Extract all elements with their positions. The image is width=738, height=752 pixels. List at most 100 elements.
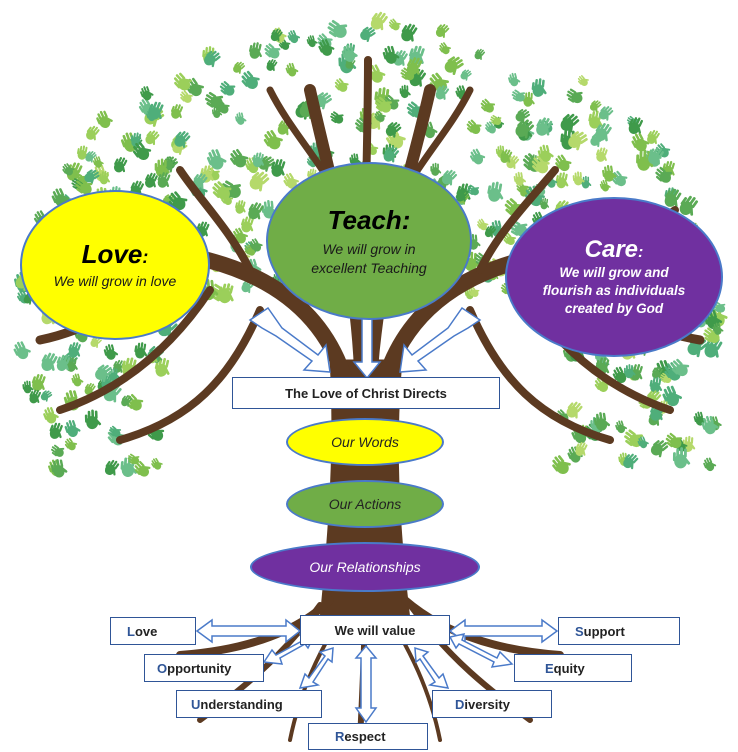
- love-oval: Love: We will grow in love: [20, 190, 210, 340]
- hand-leaf: [219, 81, 236, 96]
- hand-leaf: [693, 411, 707, 426]
- care-title: Care:: [584, 236, 644, 263]
- hand-leaf: [148, 101, 164, 120]
- hand-leaf: [631, 132, 650, 152]
- hand-leaf: [173, 72, 192, 91]
- hand-leaf: [49, 422, 63, 439]
- hand-leaf: [306, 35, 318, 48]
- hand-leaf: [435, 24, 450, 38]
- hand-leaf: [513, 171, 526, 186]
- hand-leaf: [170, 104, 184, 119]
- hand-leaf: [537, 144, 554, 163]
- hand-leaf: [374, 110, 386, 122]
- hand-leaf: [374, 96, 392, 113]
- hand-leaf: [649, 376, 663, 393]
- hand-leaf: [103, 344, 119, 360]
- hand-leaf: [588, 110, 603, 129]
- hand-leaf: [330, 111, 344, 124]
- hand-leaf: [560, 113, 580, 133]
- hand-leaf: [104, 459, 120, 476]
- hand-leaf: [439, 42, 451, 55]
- hand-leaf: [252, 152, 264, 168]
- hand-leaf: [92, 156, 104, 168]
- love-text: We will grow in love: [53, 273, 177, 289]
- hand-leaf: [134, 460, 151, 477]
- hand-leaf: [96, 110, 113, 129]
- hand-leaf: [84, 409, 102, 430]
- hand-leaf: [241, 70, 260, 89]
- hand-leaf: [145, 172, 158, 188]
- hand-leaf: [406, 57, 423, 75]
- hand-leaf: [233, 61, 246, 74]
- hand-leaf: [84, 382, 96, 396]
- hand-leaf: [200, 165, 214, 183]
- hand-leaf: [555, 172, 569, 189]
- hand-leaf: [671, 358, 690, 377]
- hand-leaf: [62, 163, 75, 176]
- hand-leaf: [327, 19, 348, 38]
- arrow-value-understanding: [298, 646, 334, 689]
- hand-leaf: [612, 366, 629, 384]
- hand-leaf: [235, 112, 247, 125]
- hand-leaf: [662, 385, 682, 407]
- hand-leaf: [215, 100, 230, 114]
- hand-leaf: [64, 420, 81, 438]
- hand-leaf: [318, 39, 335, 56]
- teach-oval: Teach: We will grow in excellent Teachin…: [266, 162, 472, 320]
- hand-leaf: [240, 216, 254, 233]
- hand-leaf: [539, 197, 550, 210]
- hand-leaf: [40, 390, 53, 402]
- arrow-value-equity: [448, 632, 514, 668]
- hand-leaf: [500, 149, 513, 163]
- hand-leaf: [655, 166, 673, 183]
- hand-leaf: [145, 130, 160, 146]
- hand-leaf: [120, 456, 138, 478]
- hand-leaf: [599, 179, 611, 192]
- teach-title: Teach:: [327, 204, 411, 235]
- hand-leaf: [266, 59, 278, 72]
- hand-leaf: [672, 447, 691, 469]
- teach-text: We will grow in excellent Teaching: [311, 240, 427, 276]
- hand-leaf: [602, 165, 617, 182]
- care-text: We will grow and flourish as individuals…: [542, 265, 686, 316]
- hand-leaf: [68, 342, 81, 358]
- hand-leaf: [665, 432, 683, 449]
- hand-leaf: [593, 412, 611, 431]
- hand-leaf: [503, 232, 516, 246]
- hand-leaf: [185, 77, 204, 97]
- arrow-care-to-directs: [399, 306, 482, 373]
- arrow-love-to-directs: [248, 306, 331, 373]
- our-relationships-oval: Our Relationships: [250, 542, 480, 592]
- hand-leaf: [244, 244, 257, 256]
- hand-leaf: [466, 119, 482, 135]
- hand-leaf: [430, 162, 442, 176]
- hand-leaf: [531, 78, 547, 97]
- love-title: Love:: [81, 239, 149, 269]
- hand-leaf: [31, 374, 46, 392]
- hand-leaf: [109, 425, 122, 438]
- hand-leaf: [99, 170, 110, 185]
- hand-leaf: [370, 11, 388, 31]
- hand-leaf: [650, 440, 669, 458]
- hand-leaf: [382, 45, 400, 64]
- hand-leaf: [401, 23, 418, 42]
- hand-leaf: [485, 121, 498, 134]
- hand-leaf: [615, 420, 628, 434]
- hand-leaf: [263, 130, 283, 150]
- hand-leaf: [41, 352, 58, 371]
- hand-leaf: [628, 117, 644, 134]
- hand-leaf: [399, 84, 411, 99]
- we-will-value-box: We will value: [300, 615, 450, 645]
- hand-leaf: [477, 218, 489, 231]
- hand-leaf: [285, 62, 299, 77]
- hand-leaf: [56, 354, 71, 372]
- hand-leaf: [515, 119, 535, 139]
- hand-leaf: [249, 42, 262, 59]
- hand-leaf: [575, 441, 588, 456]
- hand-leaf: [385, 122, 402, 138]
- hand-leaf: [536, 117, 553, 136]
